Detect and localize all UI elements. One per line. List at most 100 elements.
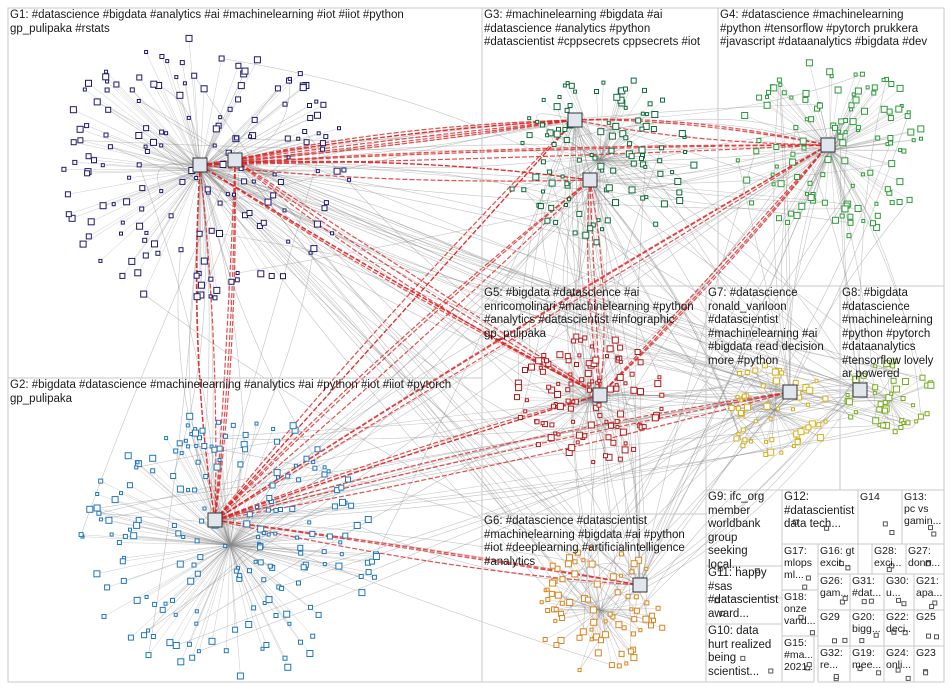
node-g1: [145, 150, 149, 154]
node-g16: [846, 566, 850, 570]
node-g6: [626, 594, 630, 598]
node-g2: [262, 578, 266, 582]
node-g1: [137, 100, 140, 103]
node-g5: [569, 445, 575, 451]
node-g3: [629, 154, 634, 159]
node-g6: [590, 628, 593, 631]
node-g2: [266, 508, 270, 512]
node-g1: [124, 199, 130, 205]
node-g2: [304, 456, 309, 461]
node-g1: [62, 167, 66, 171]
node-g2: [272, 428, 275, 431]
node-g1: [273, 173, 276, 176]
node-g5: [557, 403, 563, 409]
node-g1: [269, 274, 274, 279]
node-g7: [762, 363, 767, 368]
node-g1: [86, 234, 91, 239]
node-g2: [233, 627, 238, 632]
node-g6: [554, 607, 558, 611]
node-g4: [849, 103, 854, 108]
node-g6: [560, 577, 565, 582]
node-g2: [195, 539, 199, 543]
node-g6: [550, 580, 556, 586]
node-g7: [773, 378, 779, 384]
node-g2: [267, 496, 272, 501]
group-box-g30: [884, 574, 914, 610]
node-g2: [252, 606, 256, 610]
edge: [200, 165, 585, 599]
node-g18: [810, 631, 814, 635]
node-g1: [220, 162, 226, 168]
node-g2: [254, 560, 257, 563]
node-g6: [630, 570, 634, 574]
node-g6: [631, 561, 637, 567]
node-g4: [842, 206, 848, 212]
node-g9: [755, 569, 759, 573]
node-g5: [615, 419, 619, 423]
node-g30: [902, 602, 906, 606]
node-g3: [554, 220, 558, 224]
node-g2: [196, 460, 200, 464]
node-g1: [322, 206, 327, 211]
node-g6: [630, 608, 633, 611]
group-box-g14: [858, 490, 902, 544]
node-g3: [641, 112, 644, 115]
node-g5: [569, 382, 573, 386]
node-g2: [177, 561, 183, 567]
node-g4: [771, 85, 777, 91]
node-g6: [567, 555, 573, 561]
node-g4: [790, 96, 793, 99]
node-g7: [795, 439, 800, 444]
group-box-g11: [706, 566, 782, 624]
node-g3: [684, 151, 687, 154]
node-g7: [792, 408, 795, 411]
node-g2: [129, 528, 132, 531]
node-g4: [809, 117, 814, 122]
node-g4: [899, 149, 902, 152]
node-g6: [615, 590, 620, 595]
node-g5: [569, 373, 572, 376]
node-g1: [236, 97, 241, 102]
node-g7: [739, 411, 744, 416]
node-g8: [874, 365, 877, 368]
node-g4: [827, 69, 833, 75]
node-g1: [314, 221, 320, 227]
edge: [198, 462, 230, 545]
node-g8: [928, 382, 934, 388]
node-g2: [296, 536, 299, 539]
node-g25: [935, 635, 939, 639]
node-g20: [874, 633, 878, 637]
node-g2: [99, 479, 103, 483]
node-g3: [601, 228, 604, 231]
node-g1: [320, 141, 325, 146]
node-g3: [533, 174, 539, 180]
node-g2: [366, 570, 371, 575]
node-g2: [327, 470, 330, 473]
node-g4: [794, 212, 800, 218]
node-g6: [602, 632, 608, 638]
node-g2: [309, 605, 313, 609]
node-g2: [192, 563, 196, 567]
node-g3: [546, 134, 549, 137]
node-g6: [656, 606, 660, 610]
node-g7: [817, 423, 821, 427]
node-g2: [243, 432, 248, 437]
node-g4: [791, 152, 795, 156]
node-g5: [547, 385, 551, 389]
node-g4: [825, 157, 831, 163]
node-g2: [165, 437, 168, 440]
node-g2: [284, 611, 290, 617]
node-g1: [186, 35, 192, 41]
node-g5: [572, 420, 575, 423]
node-g6: [549, 591, 554, 596]
node-g4: [861, 173, 864, 176]
node-g6: [645, 601, 649, 605]
node-g5: [576, 432, 582, 438]
node-g3: [636, 118, 641, 123]
node-g2: [212, 447, 217, 452]
node-g1: [136, 133, 142, 139]
node-g3: [597, 219, 600, 222]
node-g1: [315, 100, 318, 103]
node-g2: [323, 563, 326, 566]
node-g1: [175, 76, 178, 79]
